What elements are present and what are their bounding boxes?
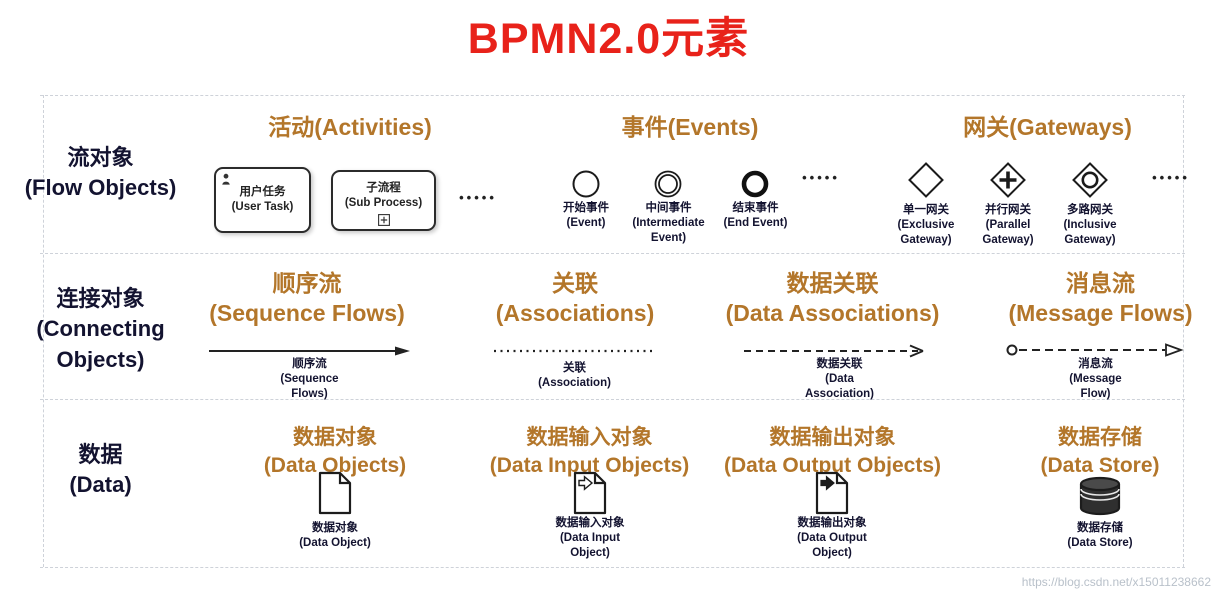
data-associations-header: 数据关联 (Data Associations)	[725, 270, 940, 327]
sub-process-label: 子流程 (Sub Process)	[344, 181, 423, 209]
data-input-icon	[572, 470, 608, 516]
user-task-shape: 用户任务 (User Task)	[214, 167, 311, 233]
intermediate-event-label: 中间事件 (Intermediate Event)	[632, 202, 705, 244]
message-flows-header: 消息流 (Message Flows)	[1008, 270, 1193, 327]
events-ellipsis: •••••	[802, 170, 840, 185]
start-event-label: 开始事件 (Event)	[563, 202, 609, 229]
data-store-header: 数据存储 (Data Store)	[1040, 426, 1160, 477]
data-association-caption: 数据关联 (Data Association)	[804, 358, 874, 400]
associations-header: 关联 (Associations)	[495, 270, 655, 327]
watermark: https://blog.csdn.net/x15011238662	[1021, 575, 1211, 589]
exclusive-gateway-label: 单一网关 (Exclusive Gateway)	[897, 204, 955, 246]
gateways-ellipsis: •••••	[1152, 170, 1190, 185]
data-output-objects-header: 数据输出对象 (Data Output Objects)	[723, 426, 941, 477]
user-task-label: 用户任务 (User Task)	[231, 186, 294, 213]
sequence-flow-caption: 顺序流 (Sequence Flows)	[280, 358, 339, 400]
parallel-gateway-icon	[988, 160, 1028, 200]
grid-line-vertical	[43, 95, 44, 567]
grid-line-horizontal	[40, 567, 1185, 568]
grid-line-horizontal	[40, 399, 1185, 400]
data-association-arrow-icon	[742, 344, 927, 358]
activities-header: 活动(Activities)	[268, 114, 432, 140]
events-header: 事件(Events)	[621, 114, 759, 140]
user-icon	[221, 173, 234, 186]
data-input-objects-header: 数据输入对象 (Data Input Objects)	[489, 426, 690, 477]
data-store-caption: 数据存储 (Data Store)	[1067, 522, 1133, 549]
data-objects-header: 数据对象 (Data Objects)	[263, 426, 407, 477]
inclusive-gateway-icon	[1070, 160, 1110, 200]
parallel-gateway-label: 并行网关 (Parallel Gateway)	[982, 204, 1034, 246]
sequence-flows-header: 顺序流 (Sequence Flows)	[209, 270, 405, 327]
association-caption: 关联 (Association)	[538, 362, 611, 389]
row-label-flow-objects: 流对象 (Flow Objects)	[24, 145, 177, 201]
activities-ellipsis: •••••	[459, 190, 497, 205]
end-event-label: 结束事件 (End Event)	[723, 202, 788, 229]
sub-process-shape: 子流程 (Sub Process)	[331, 170, 436, 231]
row-label-data: 数据 (Data)	[69, 442, 132, 498]
sequence-flow-arrow-icon	[207, 345, 412, 357]
grid-line-horizontal	[40, 95, 1185, 96]
subprocess-plus-icon	[377, 214, 390, 226]
data-output-caption: 数据输出对象 (Data Output Object)	[797, 517, 867, 559]
message-flow-arrow-icon	[1005, 343, 1185, 357]
exclusive-gateway-icon	[906, 160, 946, 200]
grid-line-horizontal	[40, 253, 1185, 254]
grid-line-vertical	[1183, 95, 1184, 567]
data-input-caption: 数据输入对象 (Data Input Object)	[555, 517, 625, 559]
intermediate-event-icon	[653, 169, 683, 199]
message-flow-caption: 消息流 (Message Flow)	[1069, 358, 1122, 400]
data-store-icon	[1077, 476, 1123, 516]
data-object-caption: 数据对象 (Data Object)	[299, 522, 371, 549]
association-line-icon	[492, 345, 657, 357]
end-event-icon	[740, 169, 770, 199]
start-event-icon	[571, 169, 601, 199]
page-title: BPMN2.0元素	[467, 15, 750, 63]
row-label-connecting-objects: 连接对象 (Connecting Objects)	[36, 286, 165, 372]
gateways-header: 网关(Gateways)	[963, 114, 1132, 140]
data-object-icon	[317, 470, 353, 516]
inclusive-gateway-label: 多路网关 (Inclusive Gateway)	[1063, 204, 1117, 246]
data-output-icon	[814, 470, 850, 516]
